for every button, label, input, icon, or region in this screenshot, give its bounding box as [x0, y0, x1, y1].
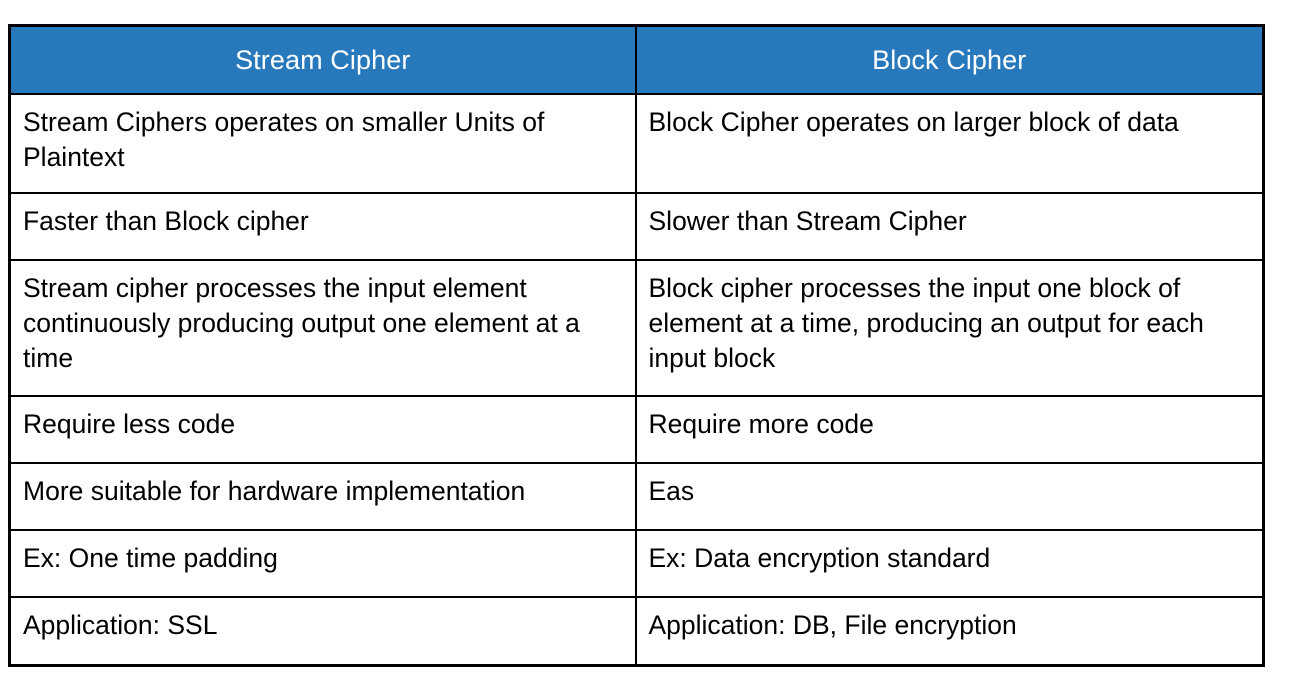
cell-block-2: Slower than Stream Cipher [634, 192, 1265, 261]
table-row: Stream Ciphers operates on smaller Units… [8, 93, 1265, 194]
table-header: Stream Cipher Block Cipher [8, 24, 1265, 95]
cell-text: Require more code [648, 409, 874, 439]
table-row: Stream cipher processes the input elemen… [8, 259, 1265, 397]
cell-text: Stream Ciphers operates on smaller Units… [23, 107, 545, 172]
cell-text: Faster than Block cipher [23, 206, 309, 236]
cipher-comparison-table: Stream Cipher Block Cipher Stream Cipher… [8, 24, 1265, 667]
column-header-stream-cipher: Stream Cipher [8, 24, 637, 95]
column-header-block-cipher: Block Cipher [634, 24, 1265, 95]
cell-text: Application: SSL [23, 610, 218, 640]
cell-stream-2: Faster than Block cipher [8, 192, 637, 261]
cell-text: Require less code [23, 409, 236, 439]
cell-stream-6: Ex: One time padding [8, 529, 637, 598]
table-row: Application: SSL Application: DB, File e… [8, 596, 1265, 667]
cell-block-7: Application: DB, File encryption [634, 596, 1265, 667]
cell-block-6: Ex: Data encryption standard [634, 529, 1265, 598]
cell-stream-5: More suitable for hardware implementatio… [8, 462, 637, 531]
table-row: Require less code Require more code [8, 395, 1265, 464]
header-row: Stream Cipher Block Cipher [8, 24, 1265, 95]
cell-text: Ex: One time padding [23, 543, 278, 573]
cell-stream-7: Application: SSL [8, 596, 637, 667]
table-body: Stream Ciphers operates on smaller Units… [8, 93, 1265, 667]
table-row: Faster than Block cipher Slower than Str… [8, 192, 1265, 261]
cell-stream-4: Require less code [8, 395, 637, 464]
table-row: More suitable for hardware implementatio… [8, 462, 1265, 531]
cell-text: Block cipher processes the input one blo… [648, 273, 1204, 373]
table-row: Ex: One time padding Ex: Data encryption… [8, 529, 1265, 598]
cell-text: Stream cipher processes the input elemen… [23, 273, 580, 373]
cell-stream-3: Stream cipher processes the input elemen… [8, 259, 637, 397]
cell-text: Slower than Stream Cipher [648, 206, 967, 236]
cell-text: Block Cipher operates on larger block of… [648, 107, 1179, 137]
cell-block-3: Block cipher processes the input one blo… [634, 259, 1265, 397]
cell-stream-1: Stream Ciphers operates on smaller Units… [8, 93, 637, 194]
cell-block-1: Block Cipher operates on larger block of… [634, 93, 1265, 194]
cell-block-5: Eas [634, 462, 1265, 531]
cell-text: More suitable for hardware implementatio… [23, 476, 526, 506]
cell-text: Application: DB, File encryption [648, 610, 1017, 640]
cell-text: Ex: Data encryption standard [648, 543, 991, 573]
cell-text: Eas [648, 476, 695, 506]
cell-block-4: Require more code [634, 395, 1265, 464]
